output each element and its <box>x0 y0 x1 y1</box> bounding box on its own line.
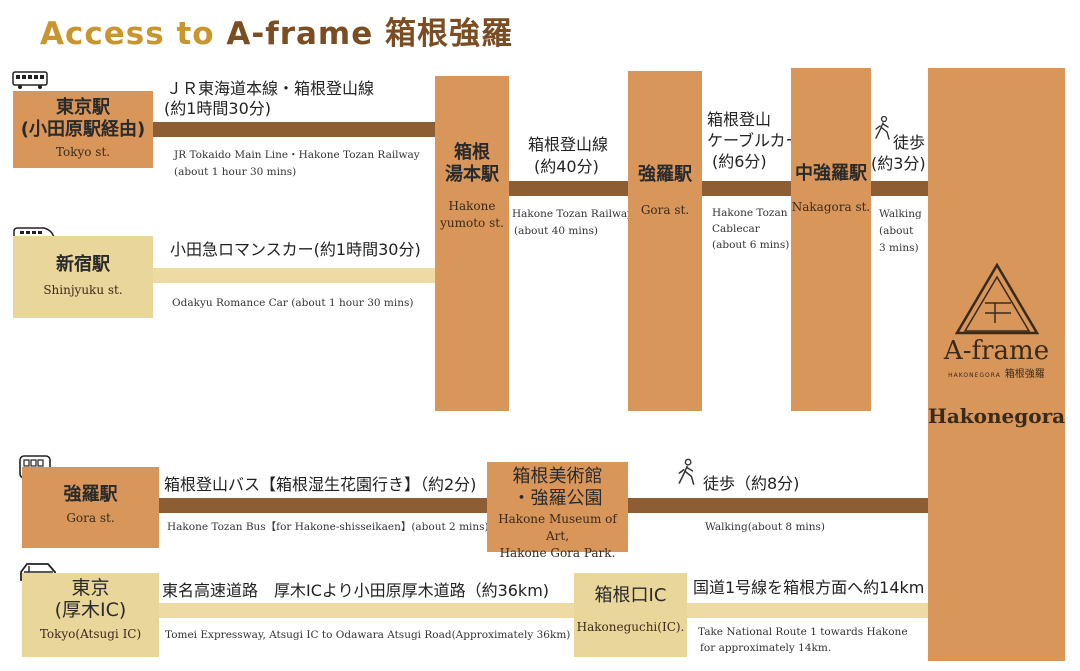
expressway-route-en: Tomei Expressway, Atsugi IC to Odawara A… <box>165 629 571 641</box>
bus-route-jp: 箱根登山バス【箱根湿生花園行き】（約2分) <box>164 475 477 494</box>
route-line-expressway <box>157 603 577 618</box>
gora-station-en: Gora st. <box>640 203 690 217</box>
museum-stop-en-1: Hakone Museum of Art, <box>498 512 617 543</box>
yumoto-route-time-jp: (約40分) <box>534 157 599 176</box>
national-route-en-1: Take National Route 1 towards Hakone <box>698 626 908 638</box>
walking-icon <box>678 458 695 485</box>
walk-3min-en-1: Walking <box>879 208 922 220</box>
tokyo-station-via-label: (小田原駅経由) <box>20 119 146 140</box>
tokyo-route-en: JR Tokaido Main Line・Hakone Tozan Railwa… <box>174 149 420 161</box>
logo-sub-en: HAKONEGORA <box>948 372 1001 379</box>
shinjuku-station-en: Shinjyuku st. <box>43 283 123 297</box>
yumoto-station-en-1: Hakone <box>448 199 496 213</box>
nakagora-station-box: 中強羅駅 Nakagora st. <box>791 68 871 411</box>
yumoto-route-time-en: (about 40 mins) <box>514 225 598 237</box>
cablecar-route-time-jp: (約6分) <box>712 152 767 171</box>
shinjuku-station-box: 新宿駅 Shinjyuku st. <box>13 236 153 318</box>
route-line-national-route <box>685 603 930 618</box>
gora-station-box: 強羅駅 Gora st. <box>628 71 702 411</box>
cablecar-route-time-en: (about 6 mins) <box>712 239 790 251</box>
tokyo-atsugi-label-2: (厚木IC) <box>54 599 127 621</box>
destination-place: Hakonegora <box>927 404 1066 428</box>
walk-3min-en-3: 3 mins) <box>879 242 919 254</box>
shinjuku-route-jp: 小田急ロマンスカー(約1時間30分) <box>170 240 421 259</box>
route-line-yumoto-gora <box>508 181 630 196</box>
bus-gora-station-en: Gora st. <box>66 511 115 525</box>
shinjuku-station-label: 新宿駅 <box>56 254 110 275</box>
walk-8min-en: Walking(about 8 mins) <box>705 521 826 533</box>
walk-8min-jp: 徒歩（約8分) <box>703 474 800 493</box>
cablecar-route-jp-1: 箱根登山 <box>707 110 772 129</box>
route-line-gora-nakagora <box>700 181 794 196</box>
tokyo-route-time-en: (about 1 hour 30 mins) <box>174 166 297 178</box>
yumoto-station-label-2: 湯本駅 <box>445 164 499 185</box>
cablecar-route-en-2: Cablecar <box>712 223 760 235</box>
tokyo-station-box: 東京駅 (小田原駅経由) Tokyo st. <box>13 91 153 168</box>
logo-name: A-frame <box>943 336 1050 366</box>
museum-stop-label-1: 箱根美術館 <box>512 466 603 487</box>
shinjuku-route-en: Odakyu Romance Car (about 1 hour 30 mins… <box>172 297 414 309</box>
bus-route-en: Hakone Tozan Bus【for Hakone-shisseikaen】… <box>167 521 489 533</box>
nakagora-station-label: 中強羅駅 <box>795 163 867 184</box>
yumoto-station-label-1: 箱根 <box>454 142 490 163</box>
hakoneguchi-ic-label: 箱根口IC <box>594 585 667 606</box>
route-line-bus <box>157 498 489 513</box>
hakoneguchi-ic-box: 箱根口IC Hakoneguchi(IC). <box>574 573 687 657</box>
page-title: Access to A-frame 箱根強羅 <box>40 16 514 52</box>
route-line-walk <box>627 498 930 513</box>
national-route-jp: 国道1号線を箱根方面へ約14km <box>693 578 925 597</box>
logo-sub-jp: 箱根強羅 <box>1004 369 1045 380</box>
tokyo-atsugi-en: Tokyo(Atsugi IC) <box>39 627 142 641</box>
yumoto-station-en-2: yumoto st. <box>440 216 504 230</box>
national-route-en-2: for approximately 14km. <box>700 642 832 654</box>
hakone-yumoto-station-box: 箱根 湯本駅 Hakone yumoto st. <box>435 76 509 411</box>
tokyo-atsugi-box: 東京 (厚木IC) Tokyo(Atsugi IC) <box>22 573 159 657</box>
bus-gora-station-label: 強羅駅 <box>63 484 118 505</box>
route-line-nakagora-dest <box>868 181 930 196</box>
hakoneguchi-ic-en: Hakoneguchi(IC). <box>576 620 685 634</box>
bus-gora-station-box: 強羅駅 Gora st. <box>22 467 159 548</box>
route-line-tokyo <box>152 122 438 137</box>
route-line-shinjuku <box>152 268 438 283</box>
museum-stop-box: 箱根美術館 ・強羅公園 Hakone Museum of Art, Hakone… <box>487 462 628 560</box>
tokyo-atsugi-label-1: 東京 <box>71 577 110 599</box>
yumoto-route-en: Hakone Tozan Railway <box>512 208 634 220</box>
cablecar-route-jp-2: ケーブルカー <box>707 131 802 150</box>
train-icon <box>12 71 48 89</box>
walking-icon <box>875 116 890 140</box>
gora-station-label: 強羅駅 <box>638 164 692 185</box>
walk-3min-en-2: (about <box>879 225 914 237</box>
walk-3min-time-jp: (約3分) <box>871 154 926 173</box>
a-frame-logo-icon <box>954 263 1039 335</box>
tokyo-station-label: 東京駅 <box>56 97 110 118</box>
expressway-route-jp: 東名高速道路 厚木ICより小田原厚木道路（約36km) <box>162 581 550 600</box>
museum-stop-label-2: ・強羅公園 <box>512 488 603 509</box>
walk-3min-jp: 徒歩 <box>893 133 926 152</box>
logo-subtitle: HAKONEGORA 箱根強羅 <box>948 365 1045 380</box>
destination-box: A-frame HAKONEGORA 箱根強羅 Hakonegora <box>928 68 1065 661</box>
yumoto-route-jp: 箱根登山線 <box>528 135 609 154</box>
tokyo-route-time-jp: (約1時間30分) <box>164 99 272 118</box>
museum-stop-en-2: Hakone Gora Park. <box>499 546 616 560</box>
cablecar-route-en-1: Hakone Tozan <box>712 207 788 219</box>
tokyo-route-jp: ＪＲ東海道本線・箱根登山線 <box>166 79 375 98</box>
tokyo-station-en: Tokyo st. <box>55 145 111 159</box>
nakagora-station-en: Nakagora st. <box>791 200 871 214</box>
